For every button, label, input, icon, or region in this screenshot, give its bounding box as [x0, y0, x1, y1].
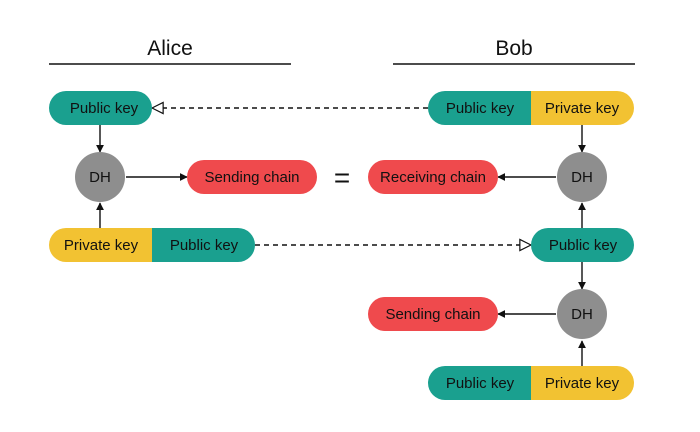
private-key-segment: [49, 228, 152, 262]
bob-sending-chain: Sending chain: [368, 297, 498, 331]
dh-label: DH: [571, 169, 593, 186]
receiving-chain-pill: [368, 160, 498, 194]
dh-label: DH: [89, 169, 111, 186]
private-key-segment: [531, 91, 634, 125]
public-key-label: Public key: [170, 237, 239, 254]
public-key-segment: [531, 228, 634, 262]
bob-receiving-chain: Receiving chain: [368, 160, 498, 194]
dh-circle: [557, 289, 607, 339]
public-key-segment: [152, 228, 255, 262]
bob-key-pair-bottom: Public key Private key: [428, 366, 634, 400]
alice-key-pair: Private key Public key: [49, 228, 255, 262]
bob-name: Bob: [495, 37, 532, 60]
alice-header: Alice: [49, 37, 291, 65]
alice-public-key: Public key: [49, 91, 152, 125]
private-key-segment: [531, 366, 634, 400]
receiving-chain-label: Receiving chain: [380, 169, 486, 186]
dh-circle: [557, 152, 607, 202]
private-key-label: Private key: [545, 100, 620, 117]
dh-label: DH: [571, 306, 593, 323]
bob-key-pair-top: Public key Private key: [428, 91, 634, 125]
sending-chain-label: Sending chain: [385, 306, 480, 323]
bob-header: Bob: [393, 37, 635, 65]
public-key-label: Public key: [446, 100, 515, 117]
public-key-label: Public key: [446, 375, 515, 392]
alice-name: Alice: [147, 37, 193, 60]
alice-dh-node: DH: [75, 152, 125, 202]
private-key-label: Private key: [545, 375, 620, 392]
public-key-label: Public key: [549, 237, 618, 254]
public-key-label: Public key: [70, 100, 139, 117]
equals-sign: =: [334, 162, 350, 193]
public-key-segment: [428, 366, 531, 400]
bob-dh-node-bottom: DH: [557, 289, 607, 339]
public-key-segment: [49, 91, 152, 125]
bob-dh-node-top: DH: [557, 152, 607, 202]
private-key-label: Private key: [64, 237, 139, 254]
public-key-segment: [428, 91, 531, 125]
bob-received-public-key: Public key: [531, 228, 634, 262]
sending-chain-pill: [368, 297, 498, 331]
connectors: [96, 108, 586, 366]
sending-chain-label: Sending chain: [204, 169, 299, 186]
alice-sending-chain: Sending chain: [187, 160, 317, 194]
sending-chain-pill: [187, 160, 317, 194]
dh-circle: [75, 152, 125, 202]
